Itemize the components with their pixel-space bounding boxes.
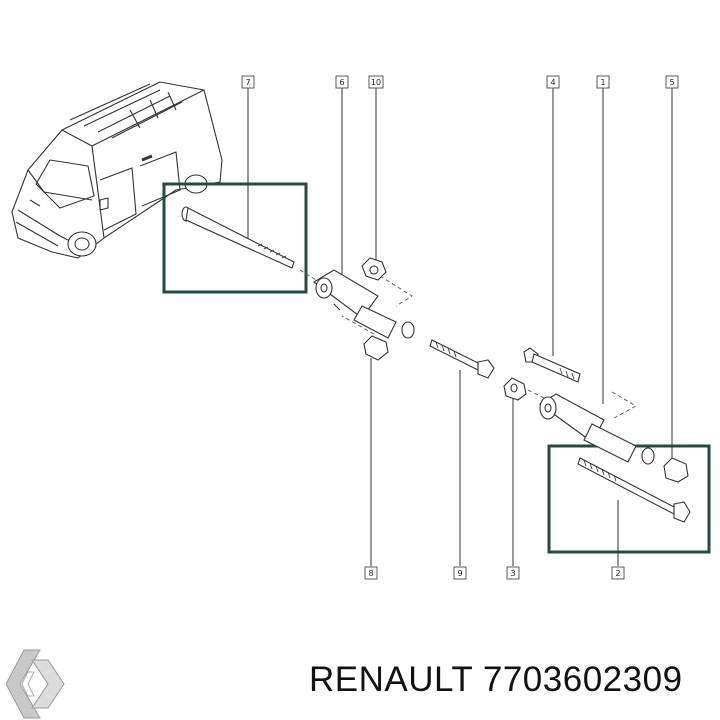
part-1-shock-absorber [539, 393, 655, 465]
callout-3: 3 [506, 566, 520, 580]
brand-part-number: RENAULT 7703602309 [309, 660, 683, 700]
part-6-shock-absorber [313, 269, 415, 339]
leader-lines [247, 88, 673, 566]
renault-logo-icon [6, 649, 65, 719]
part-7-bolt [181, 206, 295, 269]
highlight-box-lower [547, 444, 711, 554]
part-9-bolt [429, 339, 495, 379]
brand-name: RENAULT [309, 660, 473, 699]
svg-text:10: 10 [371, 78, 381, 87]
callout-8: 8 [364, 566, 378, 580]
van-illustration [11, 81, 223, 259]
highlight-box-upper [162, 182, 308, 294]
part-number: 7703602309 [482, 660, 683, 699]
svg-text:3: 3 [510, 569, 515, 578]
svg-text:9: 9 [457, 569, 462, 578]
part-3-bushing [503, 377, 527, 401]
svg-text:8: 8 [368, 569, 373, 578]
part-2-bolt [577, 457, 691, 523]
svg-text:2: 2 [615, 569, 620, 578]
part-10-bushing [361, 257, 387, 281]
assembly-dashed-lines [299, 269, 637, 419]
callout-9: 9 [453, 566, 467, 580]
callout-6: 6 [335, 75, 349, 89]
callout-1: 1 [596, 75, 610, 89]
part-8-bushing [363, 335, 389, 361]
callout-5: 5 [665, 75, 679, 89]
svg-text:1: 1 [600, 78, 605, 87]
svg-text:5: 5 [669, 78, 674, 87]
part-4-bolt [523, 347, 581, 383]
callout-4: 4 [546, 75, 560, 89]
callout-7: 7 [241, 75, 255, 89]
svg-text:6: 6 [339, 78, 344, 87]
svg-text:7: 7 [245, 78, 250, 87]
part-5-bushing [663, 457, 689, 483]
callout-10: 10 [368, 75, 384, 89]
callout-2: 2 [611, 566, 625, 580]
svg-text:4: 4 [550, 78, 555, 87]
